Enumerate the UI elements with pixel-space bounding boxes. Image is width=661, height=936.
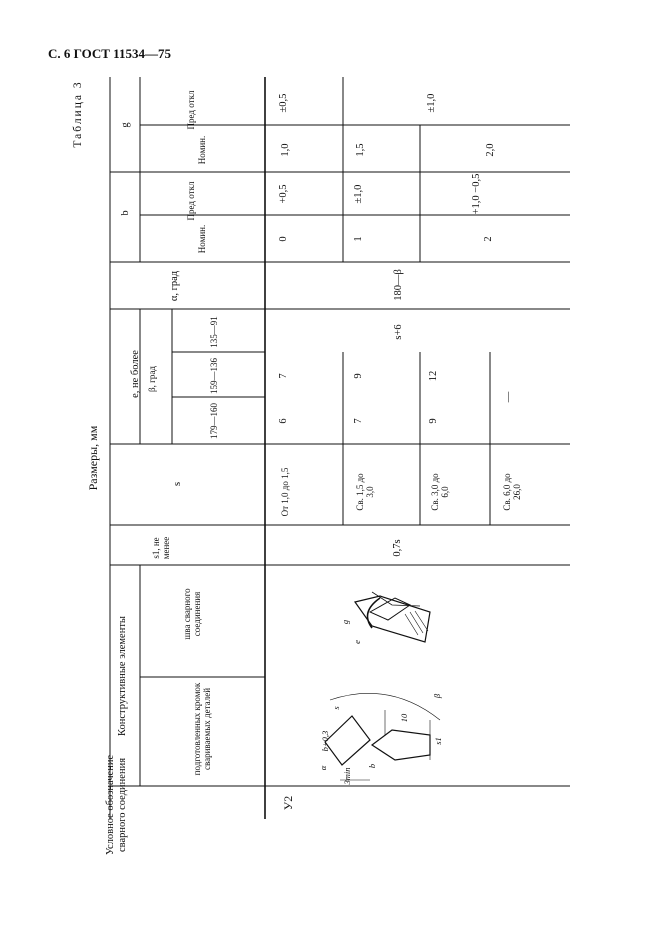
drawing-label-3min: 3min (342, 767, 352, 785)
drawing-label-g: g (340, 619, 350, 625)
drawing-label-beta: β (432, 693, 442, 699)
dim-arc (329, 693, 441, 721)
weld-plate-bottom (368, 597, 412, 621)
drawing-label-s: s (331, 706, 341, 710)
hatch-line (414, 610, 429, 632)
drawing-label-b03: b+0,3 (320, 730, 330, 752)
hatch-line (409, 611, 424, 634)
page-header: С. 6 ГОСТ 11534—75 (48, 46, 171, 61)
drawing-label-s1: s1 (433, 737, 443, 745)
drawing-label-alpha: α (318, 765, 328, 771)
weld-plate-top (353, 595, 431, 643)
prep-plate-a (324, 715, 371, 766)
drawing-label-gap: 10 (399, 713, 409, 723)
prep-plate-b (370, 729, 431, 761)
weld-bead (366, 597, 381, 629)
weld-arrow (371, 591, 421, 607)
drawing-label-e: e (352, 640, 362, 644)
drawing-label-b: b (367, 763, 377, 769)
hatch-line (404, 613, 419, 636)
